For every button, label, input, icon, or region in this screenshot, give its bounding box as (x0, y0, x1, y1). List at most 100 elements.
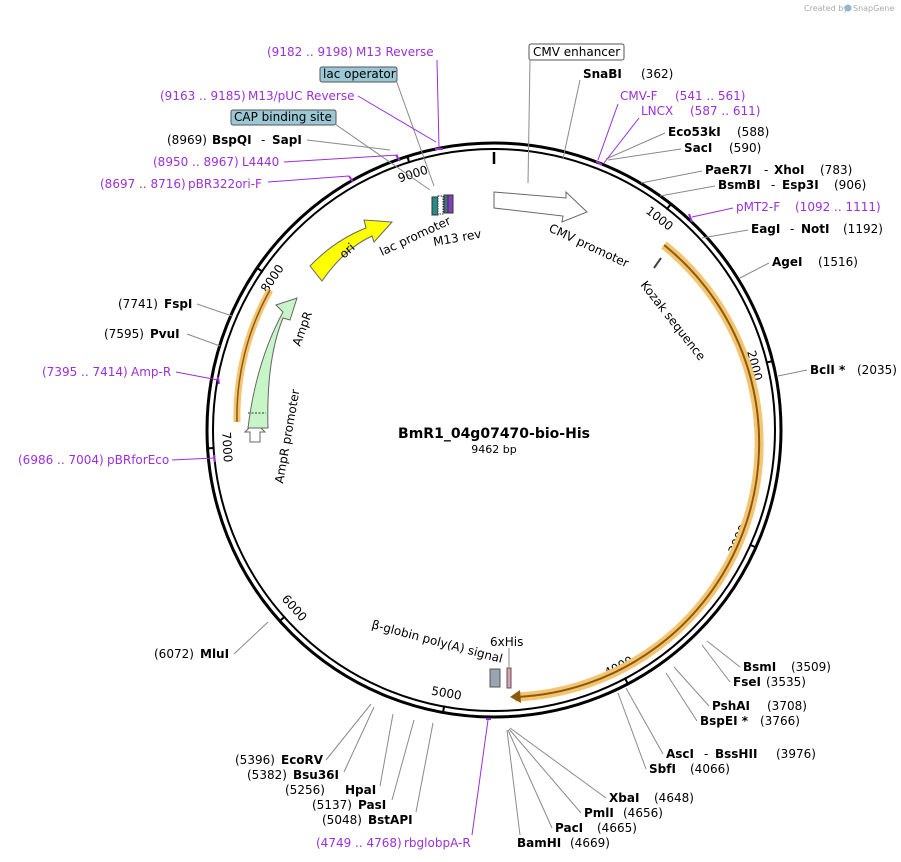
enzyme-eagi-noti[interactable]: EagI - NotI (1192) (701, 222, 883, 239)
enzyme-bstapi[interactable]: BstAPI (5048) (322, 722, 434, 827)
enzyme-bsu36i[interactable]: Bsu36I (5382) (247, 706, 375, 782)
primer-rbglobpa-r[interactable]: (4749 .. 4768) rbglobpA-R (316, 718, 491, 850)
enzyme-name2: Esp3I (782, 178, 819, 192)
enzyme-ecorv[interactable]: EcoRV (5396) (235, 703, 372, 767)
enzyme-eco53ki[interactable]: Eco53kI (588) (605, 125, 769, 160)
primer-lncx[interactable]: LNCX (587 .. 611) (603, 104, 760, 164)
enzyme-snabi[interactable]: SnaBI (362) (562, 67, 673, 160)
enzyme-pvui[interactable]: PvuI (7595) (104, 327, 221, 347)
enzyme-leader (233, 621, 269, 655)
cmv-enhancer-label: CMV enhancer (533, 45, 620, 59)
primer-pos: (587 .. 611) (690, 104, 760, 118)
ampr-promoter-label: AmpR promoter (272, 388, 302, 484)
lac-operator-block[interactable] (431, 196, 439, 216)
primer-name: pMT2-F (736, 200, 780, 214)
enzyme-pos: (2035) (857, 363, 897, 377)
primer-pos: (8950 .. 8967) (153, 155, 239, 169)
enzyme-paer7i-xhoi[interactable]: PaeR7I - XhoI (783) (640, 163, 852, 184)
enzyme-pos: (3708) (767, 699, 807, 713)
cmv-enhancer-box[interactable] (528, 43, 625, 61)
enzyme-sbfi[interactable]: SbfI (4066) (617, 692, 730, 776)
six-his-box[interactable] (506, 667, 512, 689)
primer-cmv-f[interactable]: CMV-F (541 .. 561) (595, 89, 745, 166)
enzyme-name: XbaI (609, 791, 639, 805)
enzyme-mlui[interactable]: MluI (6072) (154, 621, 269, 661)
primer-pos: (4749 .. 4768) (316, 836, 402, 850)
tick-mark (665, 202, 673, 211)
enzyme-bcli[interactable]: BclI * (2035) (777, 363, 897, 377)
enzyme-leader (701, 644, 731, 683)
primer-pos: (8697 .. 8716) (100, 177, 186, 191)
primer-name: M13 Reverse (356, 45, 434, 59)
enzyme-asci-bsshii[interactable]: AscI - BssHII (3976) (625, 687, 816, 761)
enzyme-bspqi-sapi[interactable]: BspQI - SapI (8969) (167, 133, 391, 151)
amp-arc (236, 289, 271, 423)
primer-pbr322ori-f[interactable]: (8697 .. 8716) pBR322ori-F (100, 175, 354, 191)
primer-name: Amp-R (131, 365, 171, 379)
enzyme-pos: (906) (834, 178, 866, 192)
enzyme-pos: (6072) (154, 647, 194, 661)
bglobin-box[interactable] (489, 668, 501, 688)
enzyme-xbai[interactable]: XbaI (4648) (509, 727, 694, 805)
enzyme-leader (777, 369, 808, 377)
tick-mark (255, 266, 264, 273)
enzyme-bsmi[interactable]: BsmI (3509) (706, 640, 831, 674)
enzyme-hpai[interactable]: HpaI (5256) (285, 713, 394, 797)
enzyme-pshai[interactable]: PshAI (3708) (673, 666, 807, 713)
cmv-promoter-arrow[interactable] (493, 190, 588, 223)
tick-label: 9000 (396, 163, 429, 186)
enzyme-agei[interactable]: AgeI (1516) (739, 255, 858, 279)
primer-leader (597, 103, 619, 161)
enzyme-leader (673, 666, 710, 707)
primer-pbrforeco[interactable]: (6986 .. 7004) pBRforEco (18, 453, 216, 467)
primer-pmt2-f[interactable]: pMT2-F (1092 .. 1111) (688, 200, 881, 223)
enzyme-pasi[interactable]: PasI (5137) (312, 719, 415, 812)
primer-mark (395, 154, 401, 162)
enzyme-fsei[interactable]: FseI (3535) (701, 644, 806, 689)
primer-l4440[interactable]: (8950 .. 8967) L4440 (153, 154, 401, 169)
primer-mark (348, 175, 354, 183)
enzyme-name: SacI (684, 141, 712, 155)
enzyme-name: BsmBI (718, 178, 760, 192)
tick-mark (441, 705, 446, 714)
primer-name: pBR322ori-F (188, 177, 262, 191)
enzyme-fspi[interactable]: FspI (7741) (118, 297, 233, 317)
primer-leader (471, 719, 489, 836)
cap-site-leader (334, 123, 431, 191)
primer-leader (283, 154, 399, 163)
primer-name: pBRforEco (107, 453, 169, 467)
enzyme-leader (343, 706, 375, 773)
enzyme-bsmbi-esp3i[interactable]: BsmBI - Esp3I (906) (659, 178, 866, 197)
enzyme-leader (507, 729, 553, 829)
primer-name: M13/pUC Reverse (248, 89, 355, 103)
enzyme-saci[interactable]: SacI (590) (607, 141, 761, 161)
m13-rev-block[interactable] (447, 194, 454, 214)
brand-text: SnapGene (853, 4, 894, 13)
cap-site-block[interactable] (443, 194, 449, 214)
enzyme-bamhi[interactable]: BamHI (4669) (506, 729, 610, 850)
cap-site-box[interactable] (230, 109, 337, 126)
ori-arrow[interactable] (309, 219, 394, 282)
enzyme-name: SnaBI (583, 67, 622, 81)
enzyme-pos: (4656) (623, 806, 663, 820)
ampr-arrow[interactable] (247, 297, 298, 429)
orf-arrow[interactable] (514, 244, 761, 698)
lac-operator-box[interactable] (319, 66, 398, 83)
tick-label: 1000 (643, 204, 676, 234)
primer-m13-puc-reverse[interactable]: (9163 .. 9185) M13/pUC Reverse (160, 89, 437, 143)
enzyme-leader (509, 727, 607, 799)
lac-promoter-block[interactable] (437, 195, 444, 215)
enzyme-leader (739, 262, 770, 279)
enzyme-name: SbfI (649, 762, 676, 776)
lac-operator-label: lac operator (323, 67, 396, 81)
enzyme-leader (391, 719, 415, 801)
tick-label: 5000 (430, 684, 463, 703)
enzyme-name: PacI (555, 821, 583, 835)
enzyme-bspei[interactable]: BspEI * (3766) (665, 672, 800, 728)
enzyme-paci[interactable]: PacI (4665) (507, 729, 637, 835)
enzyme-leader (605, 132, 666, 160)
primer-amp-r[interactable]: (7395 .. 7414) Amp-R (42, 365, 220, 385)
primer-m13-reverse[interactable]: (9182 .. 9198) M13 Reverse (267, 45, 443, 150)
enzyme-pmli[interactable]: PmlI (4656) (508, 728, 663, 820)
enzyme-leader (665, 672, 698, 722)
